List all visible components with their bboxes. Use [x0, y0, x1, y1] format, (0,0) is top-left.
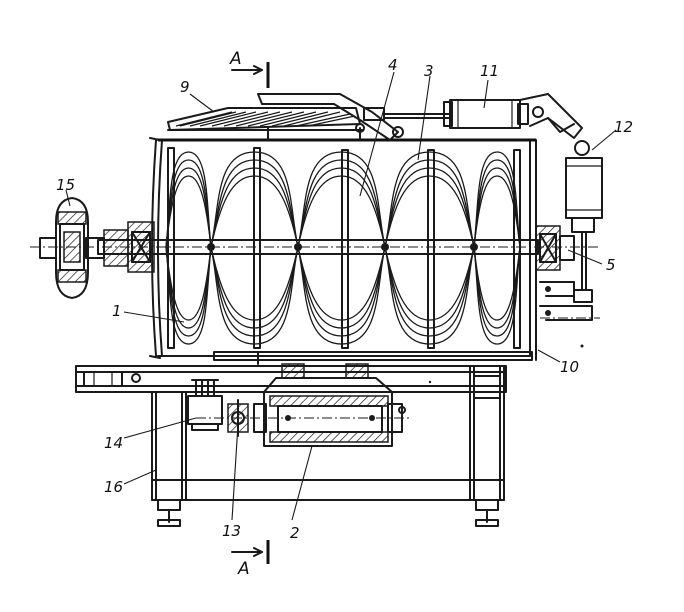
label-part-1: 1: [112, 302, 122, 320]
section-label-top: A: [229, 49, 242, 69]
right-bearing: [535, 225, 575, 271]
label-part-10: 10: [560, 358, 579, 376]
section-mark-bottom: [231, 540, 270, 564]
label-part-4: 4: [388, 56, 398, 74]
label-part-13: 13: [222, 522, 241, 540]
motor: [187, 379, 223, 431]
label-part-2: 2: [290, 524, 300, 542]
label-part-3: 3: [424, 62, 434, 80]
leader-lines: [65, 71, 617, 521]
ribbon-blades: [165, 151, 521, 345]
label-part-16: 16: [104, 478, 123, 496]
label-part-9: 9: [180, 78, 190, 96]
section-mark-top: [231, 62, 270, 88]
part-numbers: 1 2 3 4 5 9 10 11 12 13 14 15 16 A A: [56, 49, 633, 579]
trough-body: [149, 137, 537, 365]
label-part-11: 11: [480, 62, 499, 80]
hydraulic-cylinder-lid: [363, 93, 583, 139]
hydraulic-cylinder-side: [539, 140, 603, 321]
lid: [167, 93, 404, 141]
label-part-12: 12: [614, 118, 633, 136]
blade-spokes: [167, 147, 521, 349]
frame-legs: [151, 365, 505, 527]
gearbox: [196, 363, 410, 447]
label-part-14: 14: [104, 434, 123, 452]
label-part-15: 15: [56, 176, 75, 194]
label-part-5: 5: [606, 256, 616, 274]
left-bearing: [85, 221, 155, 273]
section-label-bottom: A: [237, 559, 250, 579]
coupling: [39, 197, 89, 299]
